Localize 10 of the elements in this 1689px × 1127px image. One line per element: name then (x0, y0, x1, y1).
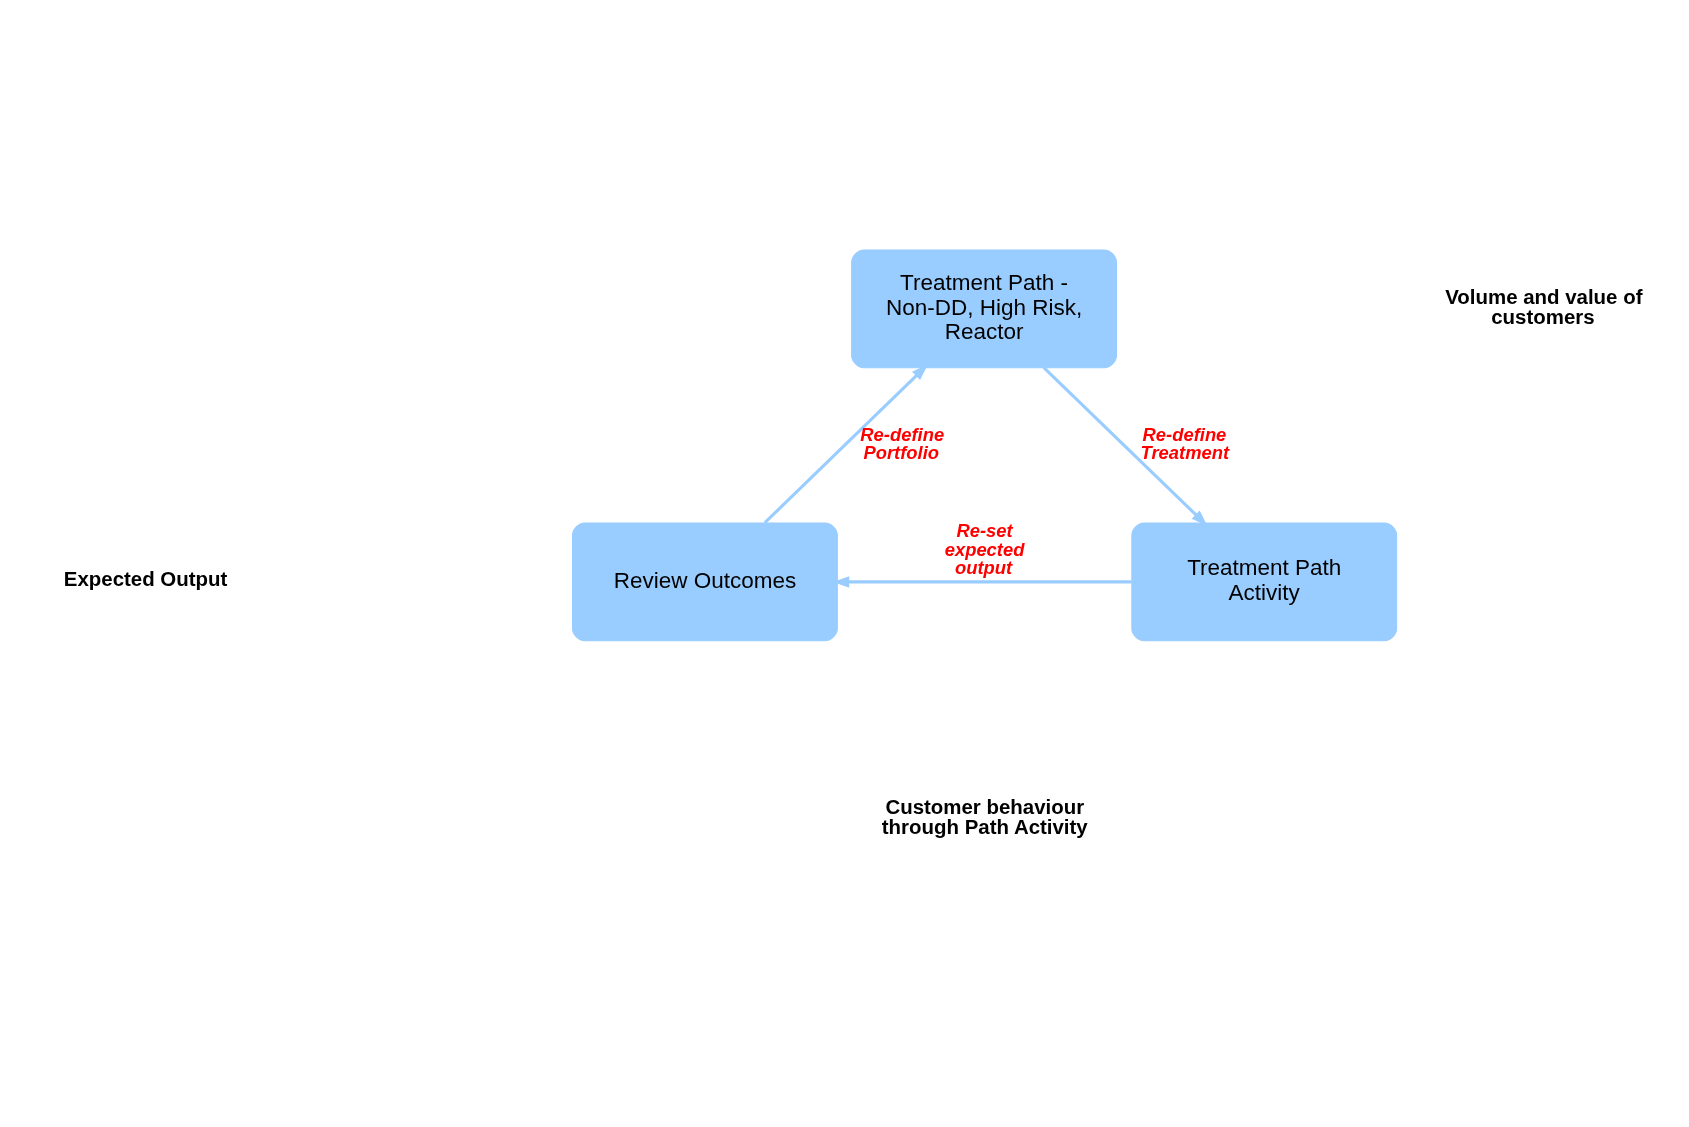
edge-label: Re-define Portfolio (860, 423, 945, 463)
node-box: Review Outcomes (572, 522, 838, 641)
label: Customer behaviour through Path Activity (881, 794, 1088, 838)
label: Volume and value of customers (1445, 284, 1643, 328)
arrow (1042, 366, 1208, 526)
edge-label: Re-define Treatment (1140, 423, 1230, 463)
label: Expected Output (63, 566, 228, 590)
node-box: Treatment Path - Non-DD, High Risk, Reactor (851, 249, 1117, 368)
edge-label: Re-set expected output (944, 519, 1025, 578)
node-box: Treatment Path Activity (1131, 522, 1398, 641)
